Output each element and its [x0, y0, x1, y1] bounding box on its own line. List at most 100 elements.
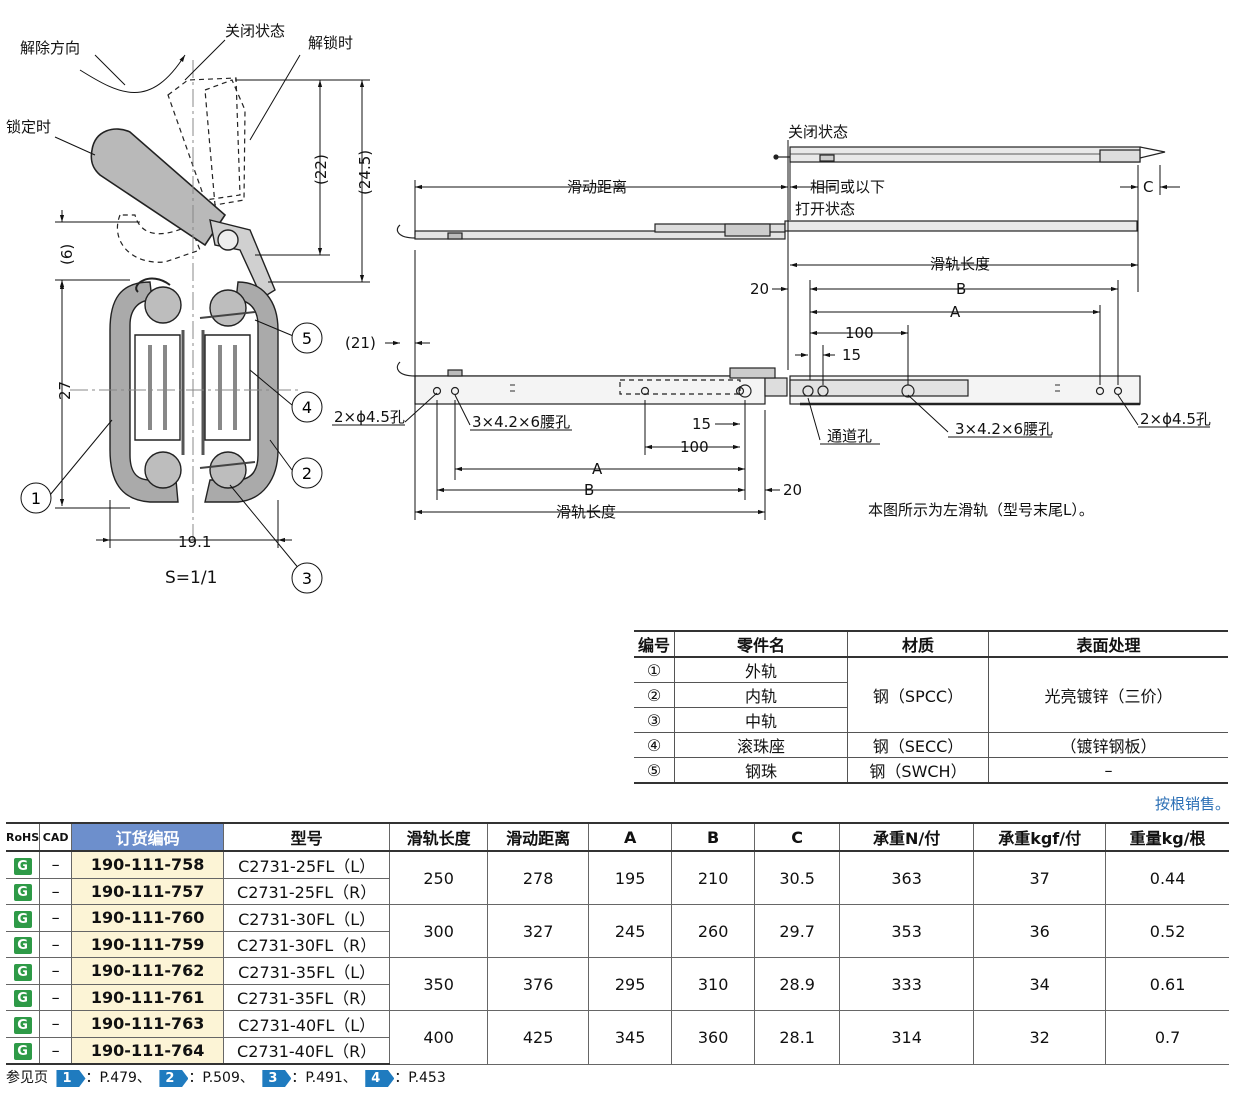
- weight: 0.7: [1105, 1010, 1229, 1065]
- dim-15-top: 15: [842, 346, 861, 364]
- dim-a-value: 345: [588, 1010, 673, 1065]
- header-slide-distance: 滑动距离: [487, 822, 590, 852]
- parts-header-row: 编号 零件名 材质 表面处理: [634, 630, 1228, 658]
- order-header-row: RoHS CAD 订货编码 型号 滑轨长度 滑动距离 A B C 承重N/付 承…: [6, 822, 1229, 852]
- parts-header-material: 材质: [847, 630, 989, 658]
- dim-b-top: B: [956, 280, 966, 298]
- parts-row: ① 外轨 钢（SPCC） 光亮镀锌（三价）: [634, 656, 1228, 733]
- reference-badge[interactable]: 3: [262, 1070, 292, 1087]
- label-c: C: [1143, 178, 1153, 196]
- reference-page[interactable]: ：P.491、: [291, 1070, 357, 1086]
- rail-length: 400: [389, 1010, 489, 1065]
- side-view-labels: 关闭状态 相同或以下 打开状态 滑动距离 C 滑轨长度 20 B A 100 1…: [334, 123, 1211, 521]
- order-code[interactable]: 190-111-757: [71, 877, 225, 905]
- parts-row: ④ 滚珠座 钢（SECC） （镀锌钢板）: [634, 732, 1228, 758]
- dim-b-value: 260: [671, 904, 756, 958]
- weight: 0.52: [1105, 904, 1229, 958]
- model: C2731-40FL（L）: [223, 1010, 391, 1038]
- reference-page[interactable]: ：P.509、: [188, 1070, 254, 1086]
- cad-value: –: [39, 957, 73, 985]
- table-row: G – 190-111-760 C2731-30FL（L） 300 327 24…: [6, 904, 1229, 958]
- cad-value: –: [39, 850, 73, 879]
- rohs-icon: G: [13, 937, 32, 955]
- callout-4: 4: [302, 398, 312, 417]
- technical-drawing: 解除方向 关闭状态 解锁时 锁定时 (6) (22) (24.5) 27 19.…: [6, 22, 1211, 594]
- label-rail-length-top: 滑轨长度: [930, 255, 990, 273]
- cad-value: –: [39, 904, 73, 932]
- rohs-icon: G: [13, 1043, 32, 1061]
- model: C2731-25FL（L）: [223, 850, 391, 879]
- order-table: RoHS CAD 订货编码 型号 滑轨长度 滑动距离 A B C 承重N/付 承…: [6, 822, 1229, 1065]
- model: C2731-40FL（R）: [223, 1036, 390, 1065]
- label-slide-distance: 滑动距离: [567, 178, 627, 196]
- load-n: 353: [839, 904, 975, 958]
- cross-section-view: [70, 60, 300, 540]
- order-code[interactable]: 190-111-764: [71, 1036, 225, 1065]
- callout-5: 5: [302, 329, 312, 348]
- load-n: 333: [839, 957, 975, 1011]
- rohs-icon: G: [13, 857, 32, 875]
- part-no: ⑤: [634, 757, 675, 784]
- part-finish: –: [988, 757, 1228, 784]
- dim-c-value: 28.9: [754, 957, 841, 1011]
- callout-2: 2: [302, 464, 312, 483]
- order-code[interactable]: 190-111-761: [71, 983, 225, 1011]
- reference-page[interactable]: ：P.479、: [85, 1070, 151, 1086]
- sold-per-piece-note: 按根销售。: [1154, 795, 1230, 813]
- rohs-icon: G: [13, 884, 32, 902]
- dim-100-top: 100: [845, 324, 874, 342]
- reference-badge[interactable]: 2: [159, 1070, 189, 1087]
- dim-27: 27: [56, 381, 74, 400]
- label-rail-length-bottom: 滑轨长度: [556, 503, 616, 521]
- model: C2731-30FL（L）: [223, 904, 391, 932]
- dim-20-top: 20: [750, 280, 769, 298]
- order-code[interactable]: 190-111-763: [71, 1010, 225, 1038]
- order-code[interactable]: 190-111-758: [71, 850, 225, 879]
- load-kgf: 34: [973, 957, 1107, 1011]
- reference-page[interactable]: ：P.453: [394, 1070, 446, 1086]
- order-code[interactable]: 190-111-760: [71, 904, 225, 932]
- reference-badge[interactable]: 4: [365, 1070, 395, 1087]
- part-material-merged: 钢（SPCC）: [847, 656, 989, 733]
- part-name: 内轨: [674, 682, 848, 708]
- label-release-direction: 解除方向: [20, 39, 80, 57]
- table-row: G – 190-111-759 C2731-30FL（R）: [6, 930, 1229, 958]
- load-n: 314: [839, 1010, 975, 1065]
- label-unlocked: 解锁时: [308, 34, 353, 52]
- part-name: 钢珠: [674, 757, 848, 784]
- header-cad: CAD: [39, 822, 73, 852]
- table-row: G – 190-111-761 C2731-35FL（R）: [6, 983, 1229, 1011]
- label-closed-state-side: 关闭状态: [788, 123, 848, 141]
- dim-21: (21): [345, 334, 376, 352]
- rohs-icon: G: [13, 990, 32, 1008]
- rail-length: 250: [389, 850, 489, 905]
- slide-distance: 278: [487, 850, 590, 905]
- scale-label: S=1/1: [165, 568, 217, 588]
- header-b: B: [671, 822, 756, 852]
- label-open-state: 打开状态: [795, 200, 855, 218]
- order-code[interactable]: 190-111-759: [71, 930, 225, 958]
- reference-label: 参见页: [6, 1070, 48, 1086]
- dim-19-1: 19.1: [178, 533, 211, 551]
- model: C2731-30FL（R）: [223, 930, 390, 958]
- header-weight: 重量kg/根: [1105, 822, 1229, 852]
- label-right-end-holes: 2×ϕ4.5孔: [1140, 410, 1211, 428]
- label-left-slot-holes: 3×4.2×6腰孔: [472, 413, 570, 431]
- dim-a-bottom: A: [592, 460, 603, 478]
- reference-badge[interactable]: 1: [56, 1070, 86, 1087]
- table-row: G – 190-111-762 C2731-35FL（L） 350 376 29…: [6, 957, 1229, 1011]
- dim-100-bottom: 100: [680, 438, 709, 456]
- dim-c-value: 28.1: [754, 1010, 841, 1065]
- order-code[interactable]: 190-111-762: [71, 957, 225, 985]
- cad-value: –: [39, 1010, 73, 1038]
- dim-22: (22): [312, 154, 330, 185]
- weight: 0.61: [1105, 957, 1229, 1011]
- dim-15-bottom: 15: [692, 415, 711, 433]
- label-left-end-holes: 2×ϕ4.5孔: [334, 408, 405, 426]
- dim-b-value: 310: [671, 957, 756, 1011]
- table-row: G – 190-111-763 C2731-40FL（L） 400 425 34…: [6, 1010, 1229, 1065]
- part-no: ①: [634, 656, 675, 683]
- rail-length: 350: [389, 957, 489, 1011]
- label-closed-state: 关闭状态: [225, 22, 285, 40]
- part-name: 外轨: [674, 656, 848, 683]
